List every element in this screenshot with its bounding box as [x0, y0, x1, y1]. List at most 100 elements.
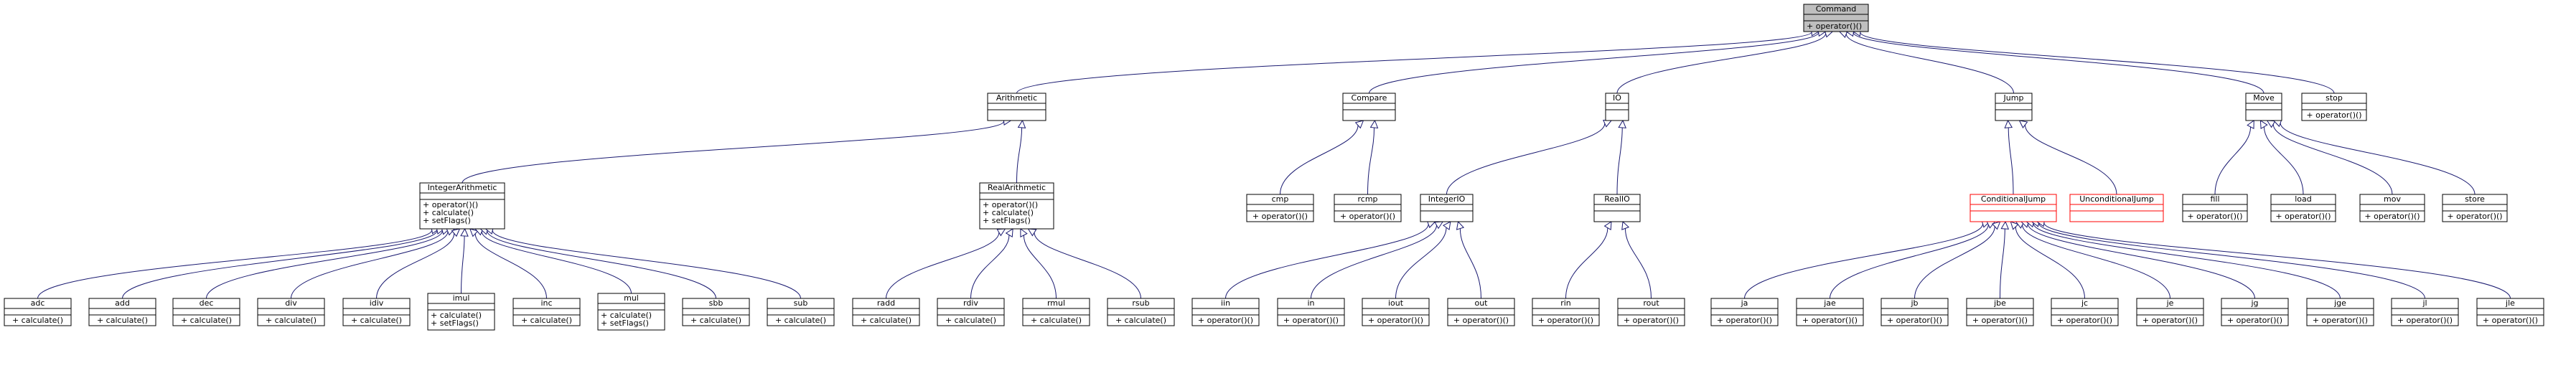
edge-line — [2272, 124, 2393, 195]
class-node-mul[interactable]: mul+ calculate()+ setFlags() — [597, 293, 665, 331]
class-node-add[interactable]: add + calculate() — [88, 298, 156, 326]
class-node-arithmetic[interactable]: Arithmetic — [987, 93, 1046, 121]
method-label: + operator()() — [1340, 212, 1395, 221]
class-name: inc — [540, 298, 552, 308]
class-node-jb[interactable]: jb + operator()() — [1881, 298, 1949, 326]
class-node-stop[interactable]: stop+ operator()() — [2301, 93, 2367, 121]
inheritance-edge-jump — [1838, 30, 2014, 94]
class-box — [1342, 93, 1396, 121]
class-node-rmul[interactable]: rmul+ calculate() — [1022, 298, 1090, 326]
class-node-ja[interactable]: ja+ operator()() — [1710, 298, 1779, 326]
class-name: jle — [2505, 298, 2515, 308]
edge-line — [1459, 228, 1481, 299]
class-node-load[interactable]: load+ operator()() — [2270, 194, 2336, 222]
class-node-imul[interactable]: imul+ calculate()+ setFlags() — [427, 293, 495, 331]
class-node-realio[interactable]: RealIO — [1593, 194, 1641, 222]
class-node-command[interactable]: Command+ operator()() — [1803, 4, 1869, 32]
class-box — [682, 298, 750, 326]
inheritance-arrowhead — [451, 228, 461, 237]
class-node-jc[interactable]: jc+ operator()() — [2051, 298, 2119, 326]
method-label: + operator()() — [1887, 316, 1942, 325]
class-name: sub — [794, 298, 808, 308]
class-node-integerio[interactable]: IntegerIO — [1420, 194, 1474, 222]
class-node-in[interactable]: in+ operator()() — [1277, 298, 1345, 326]
class-node-dec[interactable]: dec+ calculate() — [172, 298, 240, 326]
edge-line — [1914, 226, 1995, 299]
class-node-realarithmetic[interactable]: RealArithmetic+ operator()()+ calculate(… — [979, 182, 1054, 230]
class-name: jbe — [1993, 298, 2006, 308]
class-node-sub[interactable]: sub + calculate() — [767, 298, 835, 326]
class-box — [1022, 298, 1090, 326]
class-node-integerarithmetic[interactable]: IntegerArithmetic+ operator()()+ calcula… — [419, 182, 505, 230]
class-node-jg[interactable]: jg+ operator()() — [2221, 298, 2289, 326]
class-node-rcmp[interactable]: rcmp+ operator()() — [1334, 194, 1402, 222]
class-node-radd[interactable]: radd+ calculate() — [852, 298, 920, 326]
inheritance-edges — [37, 28, 2511, 299]
class-node-jge[interactable]: jge+ operator()() — [2306, 298, 2374, 326]
method-label: + setFlags() — [431, 319, 479, 328]
class-nodes: Command+ operator()() Arithmetic Compare IO… — [4, 4, 2544, 331]
inheritance-edge-rdiv — [970, 228, 1013, 299]
class-box — [1191, 298, 1260, 326]
class-box — [852, 298, 920, 326]
class-node-conditionaljump[interactable]: ConditionalJump — [1970, 194, 2057, 222]
class-node-jle[interactable]: jle+ operator()() — [2476, 298, 2544, 326]
method-label: + calculate() — [521, 316, 572, 325]
class-node-jl[interactable]: jl+ operator()() — [2391, 298, 2459, 326]
class-node-jump[interactable]: Jump — [1995, 93, 2033, 121]
class-name: rdiv — [963, 298, 978, 308]
class-node-sbb[interactable]: sbb+ calculate() — [682, 298, 750, 326]
inheritance-arrowhead — [1618, 119, 1626, 128]
class-node-rout[interactable]: rout+ operator()() — [1617, 298, 1685, 326]
class-node-je[interactable]: je+ operator()() — [2136, 298, 2204, 326]
class-name: stop — [2326, 93, 2343, 103]
class-node-inc[interactable]: inc + calculate() — [512, 298, 581, 326]
inheritance-edge-jae — [1830, 221, 1996, 299]
inheritance-edge-dec — [206, 227, 451, 299]
inheritance-edge-integerarithmetic — [462, 117, 1012, 184]
method-label: + calculate() — [775, 316, 826, 325]
class-box — [2476, 298, 2544, 326]
class-node-idiv[interactable]: idiv+ calculate() — [342, 298, 411, 326]
edge-line — [1034, 232, 1141, 299]
class-node-store[interactable]: store+ operator()() — [2442, 194, 2508, 222]
method-label: + operator()() — [1252, 212, 1308, 221]
class-node-jbe[interactable]: jbe + operator()() — [1966, 298, 2034, 326]
class-node-compare[interactable]: Compare — [1342, 93, 1396, 121]
inheritance-edge-add — [122, 226, 445, 299]
class-name: jb — [1910, 298, 1918, 308]
edge-line — [481, 231, 632, 294]
method-label: + operator()() — [2275, 212, 2331, 221]
class-node-fill[interactable]: fill+ operator()() — [2182, 194, 2248, 222]
inheritance-edge-rsub — [1027, 228, 1141, 299]
class-name: Move — [2253, 93, 2275, 103]
inheritance-arrowhead — [1017, 119, 1026, 128]
inheritance-edge-stop — [1852, 28, 2335, 94]
edge-line — [886, 232, 1000, 299]
class-node-rin[interactable]: rin+ operator()() — [1532, 298, 1600, 326]
class-box — [1970, 194, 2057, 222]
class-node-jae[interactable]: jae+ operator()() — [1796, 298, 1864, 326]
class-node-div[interactable]: div+ calculate() — [257, 298, 325, 326]
class-node-unconditionaljump[interactable]: UnconditionalJump — [2069, 194, 2164, 222]
class-node-rdiv[interactable]: rdiv+ calculate() — [937, 298, 1005, 326]
class-node-io[interactable]: IO — [1605, 93, 1629, 121]
method-label: + calculate() — [97, 316, 148, 325]
class-node-iout[interactable]: iout+ operator()() — [1362, 298, 1430, 326]
method-label: + operator()() — [1198, 316, 1253, 325]
class-node-adc[interactable]: adc+ calculate() — [4, 298, 72, 326]
class-box — [1995, 93, 2033, 121]
method-label: + operator()() — [1283, 316, 1339, 325]
class-node-cmp[interactable]: cmp+ operator()() — [1246, 194, 1314, 222]
class-node-mov[interactable]: mov+ operator()() — [2359, 194, 2425, 222]
class-node-move[interactable]: Move — [2245, 93, 2282, 121]
class-name: jc — [2081, 298, 2088, 308]
class-node-iin[interactable]: iin+ operator()() — [1191, 298, 1260, 326]
method-label: + operator()() — [1972, 316, 2028, 325]
method-label: + operator()() — [1453, 316, 1509, 325]
edge-line — [2038, 222, 2425, 299]
class-node-rsub[interactable]: rsub+ calculate() — [1107, 298, 1175, 326]
class-node-out[interactable]: out+ operator()() — [1447, 298, 1515, 326]
class-name: add — [115, 298, 130, 308]
